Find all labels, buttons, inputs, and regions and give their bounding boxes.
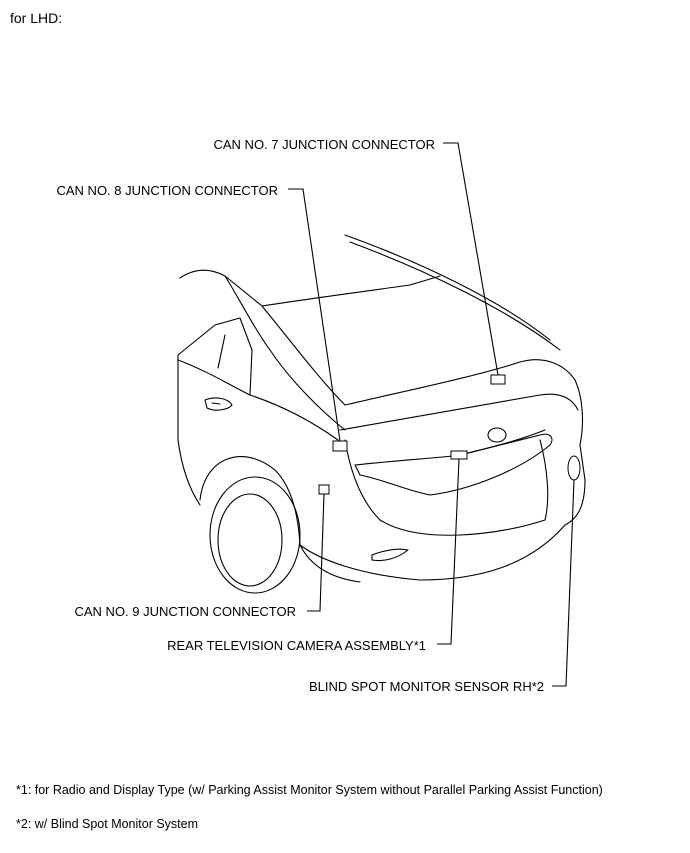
bsm-sensor-marker (567, 455, 581, 481)
camera-leader (437, 458, 460, 645)
diagram-heading: for LHD: (10, 10, 63, 26)
can9-leader (307, 493, 325, 612)
callout-camera-label: REAR TELEVISION CAMERA ASSEMBLY*1 (167, 638, 426, 653)
can8-connector-marker (332, 440, 348, 452)
leader-lines (288, 142, 575, 687)
footnote-1: *1: for Radio and Display Type (w/ Parki… (16, 783, 603, 797)
callout-can7-label: CAN NO. 7 JUNCTION CONNECTOR (213, 137, 436, 152)
callout-bsm-label: BLIND SPOT MONITOR SENSOR RH*2 (308, 679, 544, 694)
callout-can8-label: CAN NO. 8 JUNCTION CONNECTOR (56, 183, 279, 198)
can7-connector-marker (490, 374, 506, 385)
can7-leader (443, 142, 499, 376)
can8-leader (288, 188, 341, 442)
callout-can9-label: CAN NO. 9 JUNCTION CONNECTOR (74, 604, 297, 619)
component-markers (318, 374, 581, 495)
footnote-2: *2: w/ Blind Spot Monitor System (16, 817, 199, 831)
car-outline (177, 234, 586, 594)
camera-marker (450, 450, 468, 460)
bsm-leader (552, 479, 575, 687)
can9-connector-marker (318, 484, 330, 495)
